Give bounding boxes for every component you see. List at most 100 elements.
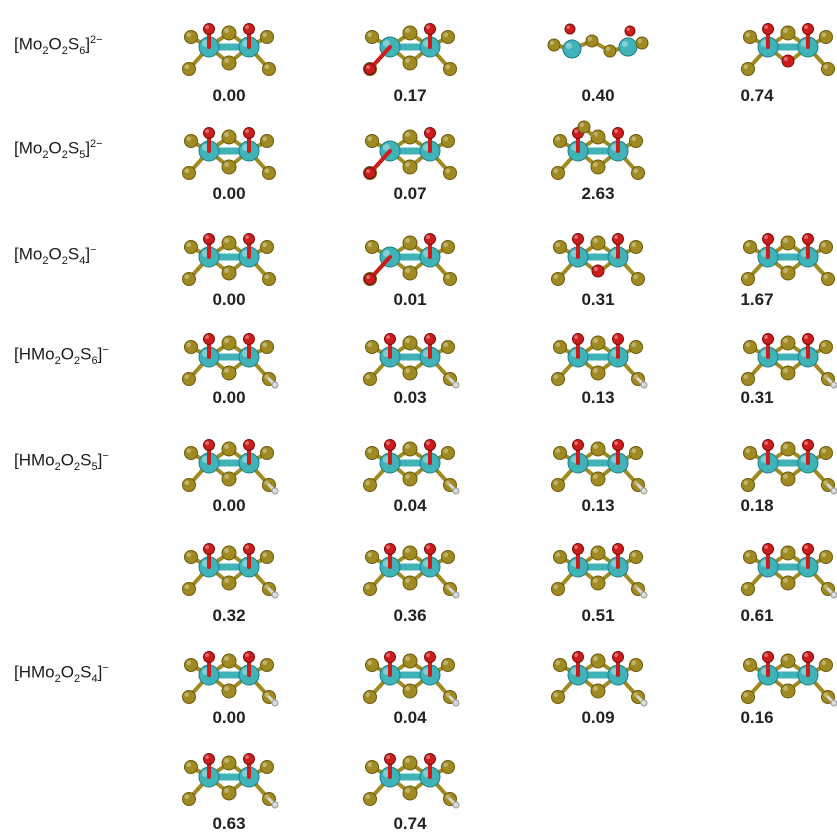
s-bridge-atom-highlight: [405, 368, 410, 373]
s-bridge-atom: [402, 545, 418, 561]
o-atom: [384, 753, 396, 765]
s-bridge-atom: [221, 785, 237, 801]
s-terminal-atom-highlight: [186, 552, 191, 557]
s-bridge-atom: [780, 471, 796, 487]
s-bridge-atom-highlight: [783, 686, 788, 691]
molecule-structure: [551, 333, 648, 389]
s-bridge-atom-highlight: [593, 548, 598, 553]
molecule-structure: [363, 23, 457, 76]
s-bridge-atom: [780, 235, 796, 251]
s-bridge-atom: [221, 25, 237, 41]
o-atom: [243, 127, 255, 139]
s-terminal-atom: [551, 272, 565, 286]
o-atom: [762, 651, 774, 663]
formula-s-count: 4: [91, 673, 98, 686]
s-bridge-atom: [590, 575, 606, 591]
s-terminal-atom-highlight: [745, 32, 750, 37]
s-terminal-atom-highlight: [821, 242, 826, 247]
molecule: [363, 23, 457, 76]
s-terminal-atom-highlight: [264, 374, 269, 379]
o-atom: [424, 127, 436, 139]
s-terminal-atom-highlight: [745, 660, 750, 665]
s-terminal-atom: [365, 134, 379, 148]
s-terminal-atom: [743, 240, 757, 254]
molecule-structure: [363, 127, 457, 180]
s-bridge-atom: [221, 575, 237, 591]
s-bridge-atom: [590, 545, 606, 561]
h-atom: [271, 381, 279, 389]
s-terminal-atom: [741, 690, 755, 704]
s-terminal-atom: [551, 690, 565, 704]
s-terminal-atom-highlight: [186, 32, 191, 37]
mo-atom-highlight: [621, 40, 628, 47]
s-terminal-atom-highlight: [186, 762, 191, 767]
o-atom: [384, 333, 396, 345]
relative-energy-label: 0.31: [740, 388, 774, 407]
s-terminal-atom-highlight: [443, 342, 448, 347]
s-atom-highlight: [587, 36, 592, 41]
relative-energy-label: 0.13: [581, 388, 615, 407]
s-bridge-atom: [221, 545, 237, 561]
o-atom: [243, 233, 255, 245]
molecule-structure: [182, 233, 276, 286]
formula-s-count: 4: [79, 255, 86, 268]
molecule-structure: [741, 439, 837, 495]
s-bridge-atom: [590, 441, 606, 457]
o-atom-highlight: [764, 335, 768, 339]
molecule-structure: [363, 439, 460, 495]
s-terminal-atom-highlight: [262, 32, 267, 37]
o-atom-highlight: [426, 653, 430, 657]
s-bridge-atom: [402, 129, 418, 145]
s-terminal-atom: [260, 760, 274, 774]
s-bridge-atom-highlight: [224, 338, 229, 343]
s-terminal-atom: [629, 134, 643, 148]
s-terminal-atom-highlight: [264, 480, 269, 485]
s-terminal-atom-highlight: [821, 32, 826, 37]
o-atom: [612, 439, 624, 451]
s-bridge-atom-highlight: [593, 368, 598, 373]
s-bridge-atom-highlight: [224, 548, 229, 553]
s-atom: [603, 44, 617, 58]
formula-label: [HMo2O2S6]−: [14, 344, 109, 368]
relative-energy-label: 1.67: [740, 290, 774, 309]
s-terminal-atom: [184, 240, 198, 254]
s-terminal-atom: [443, 166, 457, 180]
s-bridge-atom-highlight: [783, 444, 788, 449]
s-terminal-atom-highlight: [443, 762, 448, 767]
s-bridge-atom: [402, 441, 418, 457]
molecule: [182, 543, 279, 599]
s-bridge-atom-highlight: [224, 162, 229, 167]
s-terminal-atom: [821, 62, 835, 76]
mo-atom-highlight: [383, 40, 390, 47]
o-bridge-atom-highlight: [783, 56, 788, 62]
s-terminal-atom-highlight: [443, 552, 448, 557]
o-atom-highlight: [574, 545, 578, 549]
o-atom: [612, 543, 624, 555]
o-atom: [612, 651, 624, 663]
s-terminal-atom: [741, 478, 755, 492]
s-terminal-atom-highlight: [186, 448, 191, 453]
h-atom: [271, 591, 279, 599]
o-atom: [762, 543, 774, 555]
s-terminal-atom-highlight: [555, 660, 560, 665]
s-terminal-atom-highlight: [264, 692, 269, 697]
h-atom-highlight: [272, 802, 275, 805]
s-terminal-atom: [365, 658, 379, 672]
o-atom-highlight: [426, 25, 430, 29]
o-atom: [243, 23, 255, 35]
s-terminal-atom-highlight: [365, 794, 370, 799]
s-terminal-atom-highlight: [633, 168, 638, 173]
s-terminal-atom: [629, 550, 643, 564]
s-terminal-atom: [819, 240, 833, 254]
molecule: [182, 233, 276, 286]
o-atom: [384, 651, 396, 663]
h-atom: [452, 381, 460, 389]
s-terminal-atom: [821, 272, 835, 286]
o-atom: [424, 543, 436, 555]
o-atom: [612, 333, 624, 345]
s-terminal-atom-highlight: [184, 64, 189, 69]
s-bridge-atom: [402, 575, 418, 591]
s-bridge-atom-highlight: [593, 686, 598, 691]
s-terminal-atom-highlight: [633, 480, 638, 485]
s-terminal-atom: [441, 240, 455, 254]
